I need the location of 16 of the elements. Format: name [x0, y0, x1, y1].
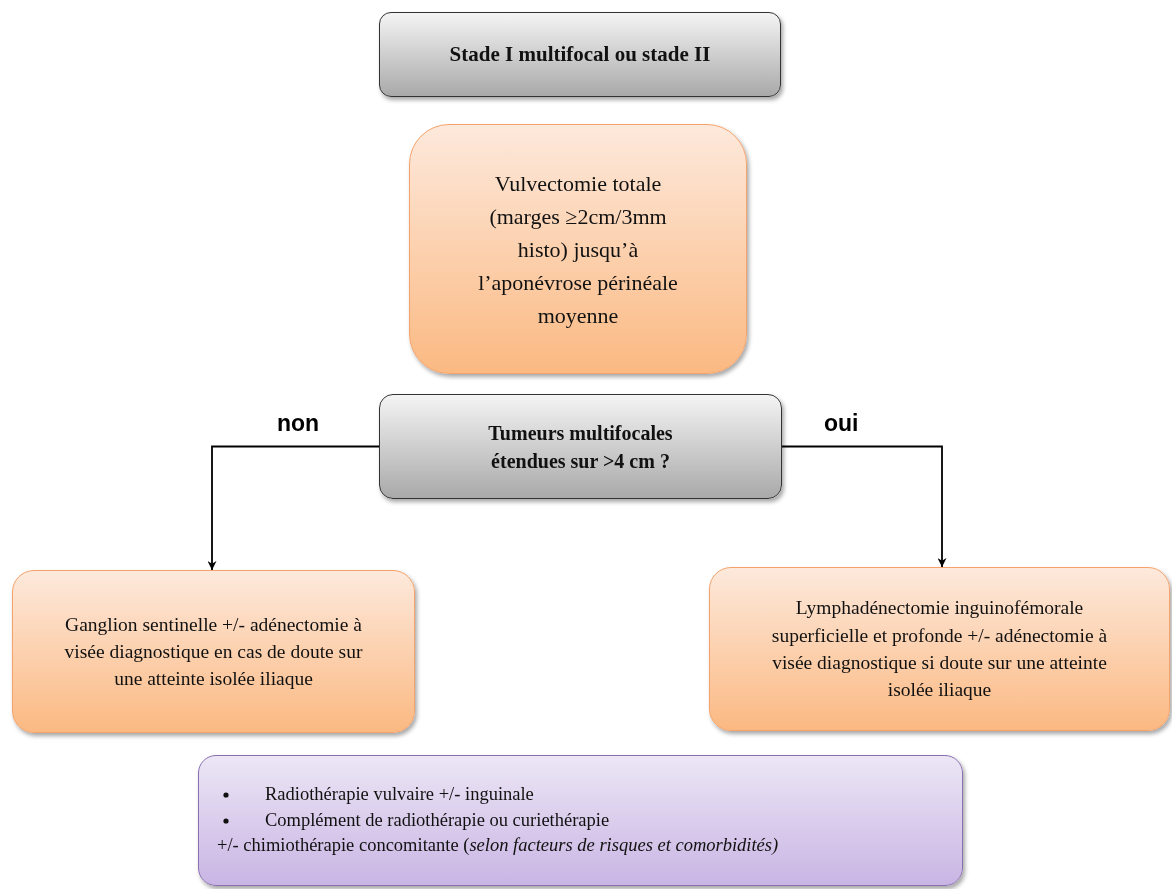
- decision-box: [379, 12, 781, 97]
- node-text: Stade I multifocal ou stade II: [449, 40, 711, 68]
- node-text: Complément de radiothérapie ou curiethérapie: [217, 807, 610, 834]
- node-text: +/- chimiothérapie concomitante (selon facteurs de risques et comorbidités): [217, 834, 779, 858]
- arrow: [781, 445, 947, 568]
- node-text: Lymphadénectomie inguinofémorale superficielle et profonde +/- adénectomie à visée diagnostique si doute sur une atteinte isolée iliaque: [770, 596, 1109, 703]
- decision-box: [379, 394, 782, 499]
- process-box: [12, 570, 415, 733]
- node-text: Vulvectomie totale (marges ≥2cm/3mm histo) jusqu’à l’aponévrose périnéale moyenne: [478, 169, 678, 330]
- node-text: Radiothérapie vulvaire +/- inguinale: [217, 781, 534, 808]
- arrow: [207, 445, 380, 571]
- process-box: [198, 755, 963, 886]
- node-text: Ganglion sentinelle +/- adénectomie à visée diagnostique en cas de doute sur une atteinte isolée iliaque: [63, 612, 364, 692]
- process-box: [709, 567, 1170, 731]
- process-box: [409, 124, 747, 374]
- node-text: Tumeurs multifocales étendues sur >4 cm ?: [487, 420, 674, 474]
